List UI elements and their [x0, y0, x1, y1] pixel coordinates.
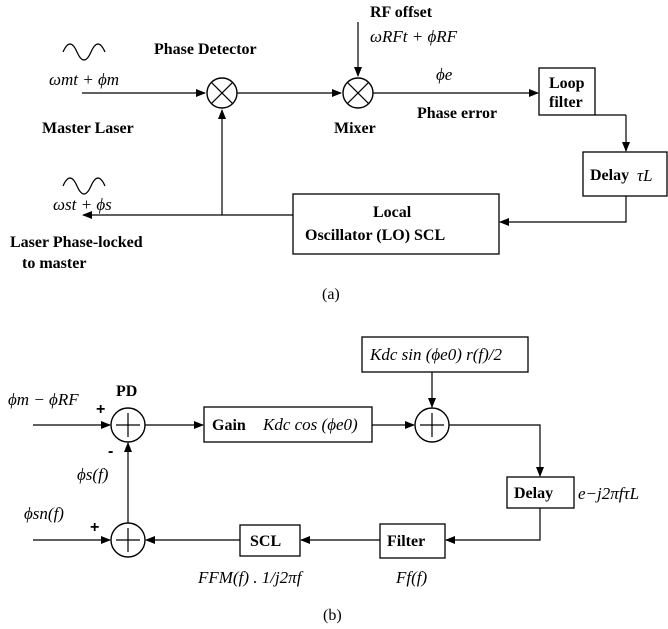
- lo-label-2: Oscillator (LO) SCL: [305, 227, 445, 244]
- phase-locked-label-2: to master: [22, 255, 86, 272]
- gain-label: Gain: [212, 417, 246, 434]
- phase-error-symbol: ϕe: [436, 65, 453, 84]
- gain-expr: Kdc cos (ϕe0): [262, 415, 358, 434]
- input-signal: ϕm − ϕRF: [8, 390, 79, 409]
- slave-sine-icon: [62, 177, 106, 195]
- offset-box: [361, 336, 529, 373]
- loop-filter-label-1: Loop: [549, 75, 585, 92]
- filter-box: [379, 523, 446, 559]
- master-sine-icon: [62, 43, 106, 61]
- noise-summer-symbol: [110, 522, 146, 558]
- delay-box-a: [582, 151, 668, 197]
- loop-filter-label-2: filter: [549, 94, 583, 111]
- local-oscillator-box: [292, 193, 500, 255]
- mixer-symbol: [342, 77, 374, 109]
- pd-summer-symbol: [110, 407, 146, 443]
- delay-symbol-a: τL: [637, 166, 653, 185]
- delay-label-b: Delay: [514, 485, 553, 502]
- scl-box: [239, 524, 301, 557]
- diagram-a: Phase Detector Master Laser Mixer RF off…: [10, 4, 668, 303]
- lo-label-1: Local: [373, 204, 412, 221]
- phase-error-label: Phase error: [417, 105, 497, 122]
- slave-signal: ωst + ϕs: [53, 195, 112, 214]
- offset-summer-symbol: [414, 407, 450, 443]
- caption-a: (a): [322, 286, 340, 303]
- filter-tf: Ff(f): [395, 568, 427, 587]
- noise-signal: ϕsn(f): [24, 504, 64, 523]
- delay-label-a: Delay: [590, 167, 629, 184]
- minus-sign: -: [108, 443, 113, 460]
- scl-label: SCL: [250, 533, 281, 550]
- plus-sign-1: +: [96, 401, 105, 418]
- rf-offset-signal: ωRFt + ϕRF: [370, 27, 458, 46]
- phase-detector-symbol: [206, 77, 238, 109]
- plus-sign-2: +: [90, 519, 99, 536]
- feedback-signal: ϕs(f): [77, 465, 109, 484]
- offset-expr: Kdc sin (ϕe0) r(f)/2: [369, 345, 503, 364]
- gain-box: [203, 406, 373, 443]
- diagram-b: PD ϕm − ϕRF + - ϕs(f) ϕsn(f) + Gain Kdc …: [8, 336, 639, 624]
- master-signal: ωmt + ϕm: [49, 70, 119, 89]
- caption-b: (b): [323, 607, 342, 624]
- phase-detector-label: Phase Detector: [154, 41, 257, 58]
- filter-label: Filter: [387, 533, 425, 550]
- master-laser-label: Master Laser: [42, 120, 134, 137]
- scl-tf: FFM(f) . 1/j2πf: [197, 568, 304, 587]
- pd-label: PD: [116, 383, 137, 400]
- loop-filter-box: [538, 67, 596, 116]
- rf-offset-label: RF offset: [370, 4, 433, 21]
- phase-locked-label-1: Laser Phase-locked: [10, 234, 143, 251]
- delay-expr: e−j2πfτL: [578, 484, 639, 503]
- mixer-label: Mixer: [334, 120, 376, 137]
